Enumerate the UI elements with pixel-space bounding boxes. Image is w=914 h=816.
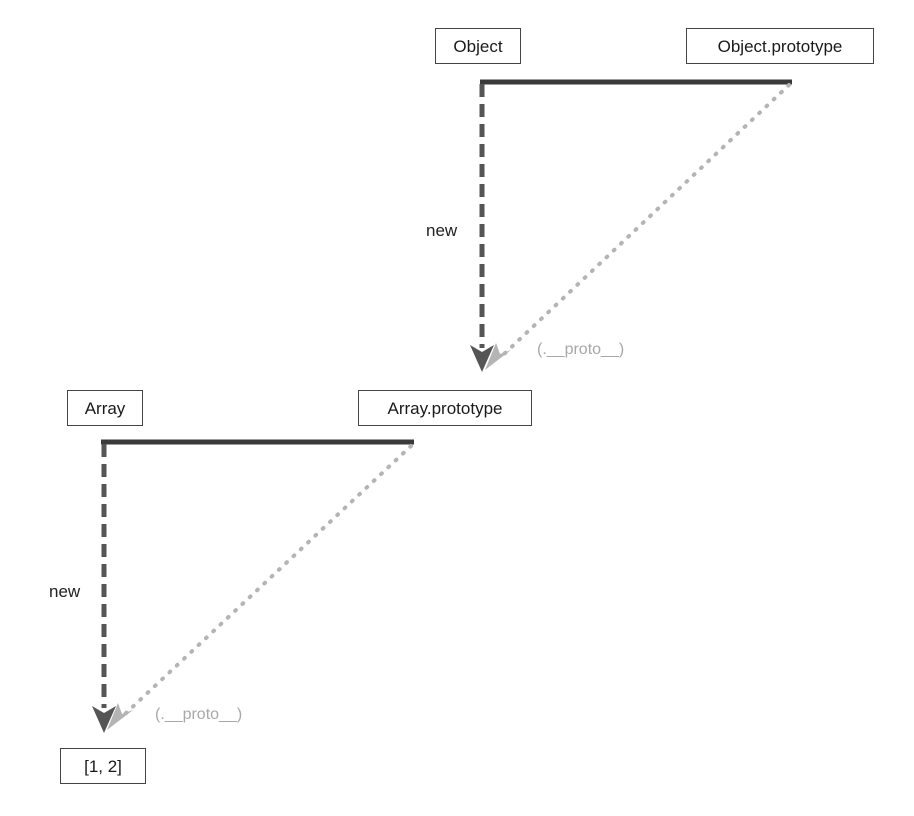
array-proto-arrowhead — [107, 703, 133, 730]
new-label-upper: new — [426, 221, 458, 240]
object-prototype-node: Object.prototype — [686, 28, 874, 64]
array-prototype-node: Array.prototype — [358, 390, 532, 426]
new-label-lower: new — [49, 582, 81, 601]
proto-label-upper: (.__proto__) — [537, 341, 625, 358]
array-new-arrowhead — [92, 706, 116, 733]
proto-label-lower: (.__proto__) — [155, 706, 243, 723]
object-node: Object — [435, 28, 521, 64]
object-proto-dotted-arrow — [501, 83, 791, 357]
object-proto-arrowhead — [485, 343, 511, 370]
array-node: Array — [67, 390, 143, 426]
instance-node: [1, 2] — [60, 748, 146, 784]
object-new-arrowhead — [470, 345, 494, 372]
array-proto-dotted-arrow — [123, 444, 413, 716]
